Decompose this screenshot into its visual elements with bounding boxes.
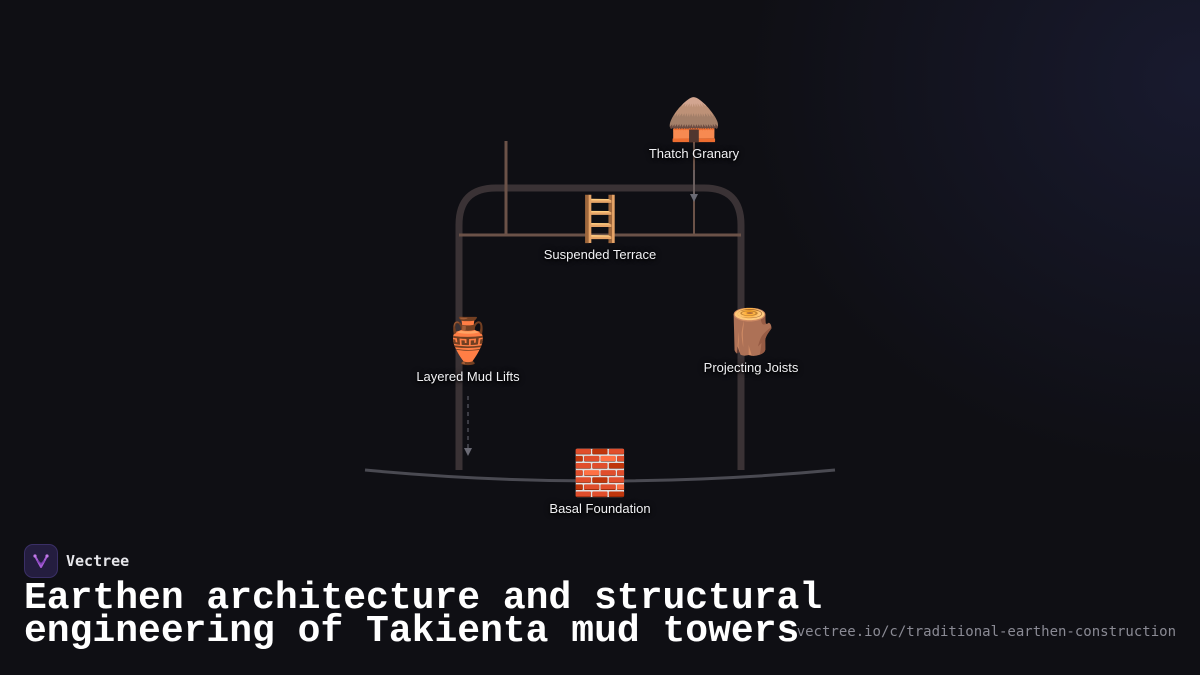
ground-line [364, 468, 836, 483]
thatch-hut-icon: 🛖 [666, 93, 722, 144]
node-label: Suspended Terrace [543, 247, 657, 262]
node-projecting-joists: 🪵 Projecting Joists [651, 307, 851, 376]
node-label: Projecting Joists [703, 360, 799, 375]
node-thatch-granary: 🛖 Thatch Granary [594, 93, 794, 162]
node-label: Basal Foundation [549, 501, 651, 516]
node-layered-mud-lifts: 🏺 Layered Mud Lifts [368, 316, 568, 385]
tower-wall-outline [455, 184, 745, 470]
wood-log-icon: 🪵 [723, 307, 779, 358]
source-url[interactable]: vectree.io/c/traditional-earthen-constru… [796, 624, 1176, 640]
node-label: Thatch Granary [648, 146, 740, 161]
node-suspended-terrace: 🪜 Suspended Terrace [500, 194, 700, 263]
page-title: Earthen architecture and structural engi… [24, 577, 823, 653]
brand-name: Vectree [66, 552, 130, 570]
node-label: Layered Mud Lifts [416, 369, 520, 384]
brick-icon: 🧱 [572, 448, 628, 499]
vectree-logo-icon [24, 544, 58, 578]
ladder-icon: 🪜 [572, 194, 628, 245]
amphora-icon: 🏺 [440, 316, 496, 367]
node-basal-foundation: 🧱 Basal Foundation [500, 448, 700, 517]
brand[interactable]: Vectree [24, 544, 129, 578]
